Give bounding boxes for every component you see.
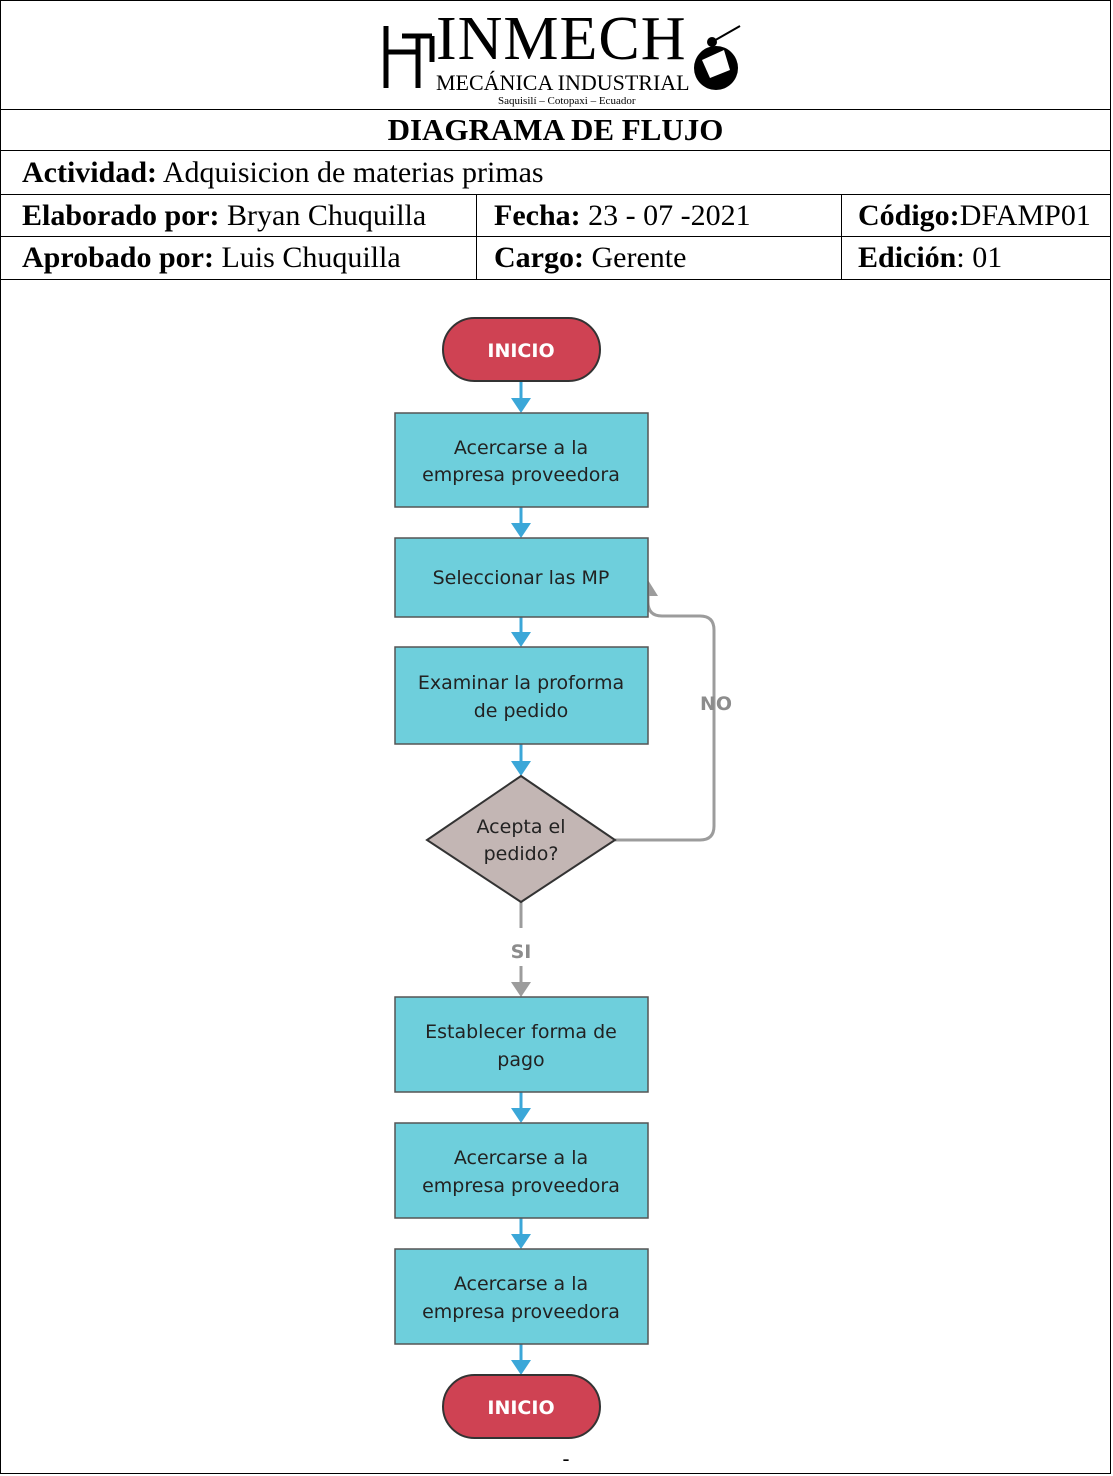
prepared-by-label: Elaborado por: — [22, 199, 220, 232]
step-text-line: empresa proveedora — [422, 1175, 620, 1197]
step-text-line: Examinar la proforma — [418, 672, 624, 694]
label-no: NO — [700, 693, 732, 715]
process-step — [394, 412, 649, 508]
decision-text-line: Acepta el — [477, 816, 566, 838]
process-step — [394, 537, 649, 618]
activity-row: Actividad: Adquisicion de materias prima… — [22, 158, 544, 188]
prepared-by-value: Bryan Chuquilla — [227, 199, 427, 232]
brand-location: Saquisilí – Cotopaxi – Ecuador — [498, 95, 636, 107]
step-text-line: Establecer forma de — [425, 1021, 617, 1043]
company-logo: INMECH MECÁNICA INDUSTRIAL Saquisilí – C… — [378, 8, 750, 107]
start-terminal — [442, 317, 601, 382]
edition-value: : 01 — [956, 241, 1003, 274]
brand-name: INMECH — [436, 5, 687, 73]
step-text-line: pago — [497, 1049, 544, 1071]
end-label: INICIO — [487, 1397, 554, 1419]
process-step — [394, 996, 649, 1093]
arrowhead — [511, 523, 531, 538]
position-value: Gerente — [591, 241, 687, 274]
arrowhead — [511, 761, 531, 776]
step-text-line: Acercarse a la — [454, 1273, 588, 1295]
activity-value: Adquisicion de materias primas — [162, 156, 544, 189]
arrowhead — [511, 632, 531, 647]
date-label: Fecha: — [494, 199, 581, 232]
brand-subtitle: MECÁNICA INDUSTRIAL — [436, 70, 690, 95]
table-rule — [841, 194, 842, 279]
logo-mark-icon — [383, 26, 435, 88]
date-cell: Fecha: 23 - 07 -2021 — [494, 201, 751, 231]
arrowhead — [511, 1360, 531, 1375]
process-step — [394, 646, 649, 745]
table-rule — [476, 194, 477, 279]
position-cell: Cargo: Gerente — [494, 243, 686, 273]
step-text-line: empresa proveedora — [422, 1301, 620, 1323]
loop-connector — [519, 595, 716, 984]
start-label: INICIO — [487, 340, 554, 362]
code-value: DFAMP01 — [959, 199, 1091, 232]
activity-label: Actividad: — [22, 156, 157, 189]
edition-cell: Edición: 01 — [858, 243, 1002, 273]
step-text-line: empresa proveedora — [422, 464, 620, 486]
table-rule — [0, 279, 1111, 280]
step-text-line: Acercarse a la — [454, 1147, 588, 1169]
approved-by-cell: Aprobado por: Luis Chuquilla — [22, 243, 401, 273]
table-rule — [0, 150, 1111, 151]
process-step — [394, 1248, 649, 1345]
approved-by-value: Luis Chuquilla — [221, 241, 401, 274]
code-cell: Código:DFAMP01 — [858, 201, 1091, 231]
end-terminal — [442, 1374, 601, 1439]
approved-by-label: Aprobado por: — [22, 241, 214, 274]
table-rule — [0, 109, 1111, 110]
flow-arrowheads — [511, 398, 531, 1375]
decision-text-line: pedido? — [484, 843, 559, 865]
code-label: Código: — [858, 199, 960, 232]
date-value: 23 - 07 -2021 — [588, 199, 751, 232]
arrowhead — [511, 982, 531, 997]
table-rule — [0, 236, 1111, 237]
step-text-line: Acercarse a la — [454, 437, 588, 459]
decision-diamond — [425, 774, 617, 904]
edition-label: Edición — [858, 241, 957, 274]
arrowhead — [511, 1108, 531, 1123]
label-si: SI — [511, 941, 532, 963]
arrowhead — [511, 398, 531, 413]
table-rule — [0, 194, 1111, 195]
step-text-line: de pedido — [474, 700, 569, 722]
footer-mark: - — [562, 1447, 569, 1471]
arrowhead — [511, 1234, 531, 1249]
document-title: DIAGRAMA DE FLUJO — [387, 112, 724, 147]
step-text-line: Seleccionar las MP — [433, 567, 610, 589]
process-step — [394, 1122, 649, 1219]
position-label: Cargo: — [494, 241, 584, 274]
prepared-by-cell: Elaborado por: Bryan Chuquilla — [22, 201, 426, 231]
welder-emblem-icon — [694, 25, 741, 90]
